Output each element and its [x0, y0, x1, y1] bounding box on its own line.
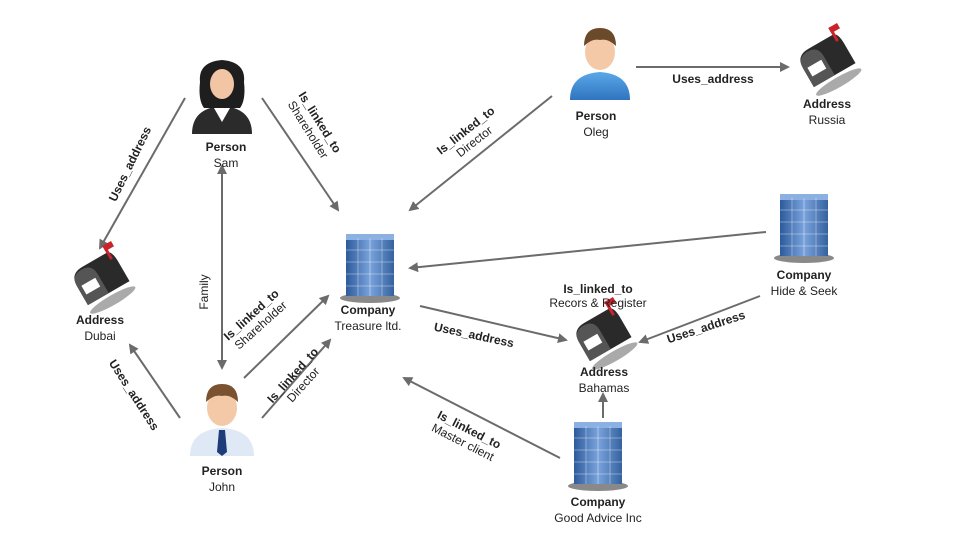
- node-label-bahamas: Address Bahamas: [579, 364, 630, 396]
- edge-hideseek-bahamas: [638, 295, 761, 344]
- mailbox-icon: [74, 241, 136, 314]
- edge-label-hideseek-treasure: Is_linked_to Recors & Register: [538, 282, 658, 310]
- node-label-sam: Person Sam: [206, 139, 247, 171]
- node-name: Good Advice Inc: [554, 511, 642, 525]
- node-type: Address: [75, 313, 125, 327]
- node-type: Person: [201, 464, 243, 478]
- edge-label-oleg-russia: Uses_address: [663, 72, 763, 86]
- edge-john-dubai: [128, 343, 181, 419]
- edge-john-treasure-director: [261, 338, 332, 419]
- node-name: Oleg: [583, 125, 609, 139]
- node-label-dubai: Address Dubai: [76, 312, 124, 344]
- edge-detail: Recors & Register: [549, 296, 647, 310]
- node-label-russia: Address Russia: [803, 96, 851, 128]
- node-name: Sam: [213, 156, 239, 170]
- node-type: Company: [340, 303, 396, 317]
- edge-treasure-bahamas: [419, 305, 568, 344]
- office-building-icon: [340, 234, 400, 303]
- edge-john-treasure-shareholder: [243, 294, 330, 379]
- edge-hideseek-treasure: [408, 231, 767, 273]
- edge-oleg-treasure: [408, 95, 553, 212]
- mailbox-icon: [800, 23, 862, 96]
- edge-sam-dubai: [99, 97, 186, 250]
- node-name: Russia: [808, 113, 846, 127]
- node-type: Person: [205, 140, 247, 154]
- person-male-icon: [570, 28, 630, 100]
- node-label-john: Person John: [202, 463, 243, 495]
- node-label-hideseek: Company Hide & Seek: [771, 267, 838, 299]
- edge-type: Uses_address: [672, 72, 754, 86]
- node-name: John: [208, 480, 236, 494]
- node-name: Treasure ltd.: [334, 319, 402, 333]
- node-label-oleg: Person Oleg: [576, 108, 617, 140]
- edge-detail: Family: [197, 274, 211, 310]
- node-type: Address: [579, 365, 629, 379]
- mailbox-icon: [576, 297, 638, 370]
- node-name: Dubai: [84, 329, 116, 343]
- person-female-icon: [192, 60, 252, 134]
- node-type: Person: [575, 109, 617, 123]
- office-building-icon: [568, 422, 628, 491]
- node-type: Company: [570, 495, 626, 509]
- office-building-icon: [774, 194, 834, 263]
- node-name: Hide & Seek: [770, 284, 838, 298]
- person-male-tie-icon: [190, 384, 254, 456]
- node-type: Company: [776, 268, 832, 282]
- edge-sam-treasure: [261, 97, 340, 212]
- node-name: Bahamas: [578, 381, 630, 395]
- edge-label-sam-john: Family: [197, 252, 211, 332]
- node-label-goodadvice: Company Good Advice Inc: [554, 494, 641, 526]
- edge-goodadvice-treasure: [402, 377, 561, 459]
- node-label-treasure: Company Treasure ltd.: [335, 302, 402, 334]
- node-type: Address: [802, 97, 852, 111]
- edge-type: Is_linked_to: [563, 282, 633, 296]
